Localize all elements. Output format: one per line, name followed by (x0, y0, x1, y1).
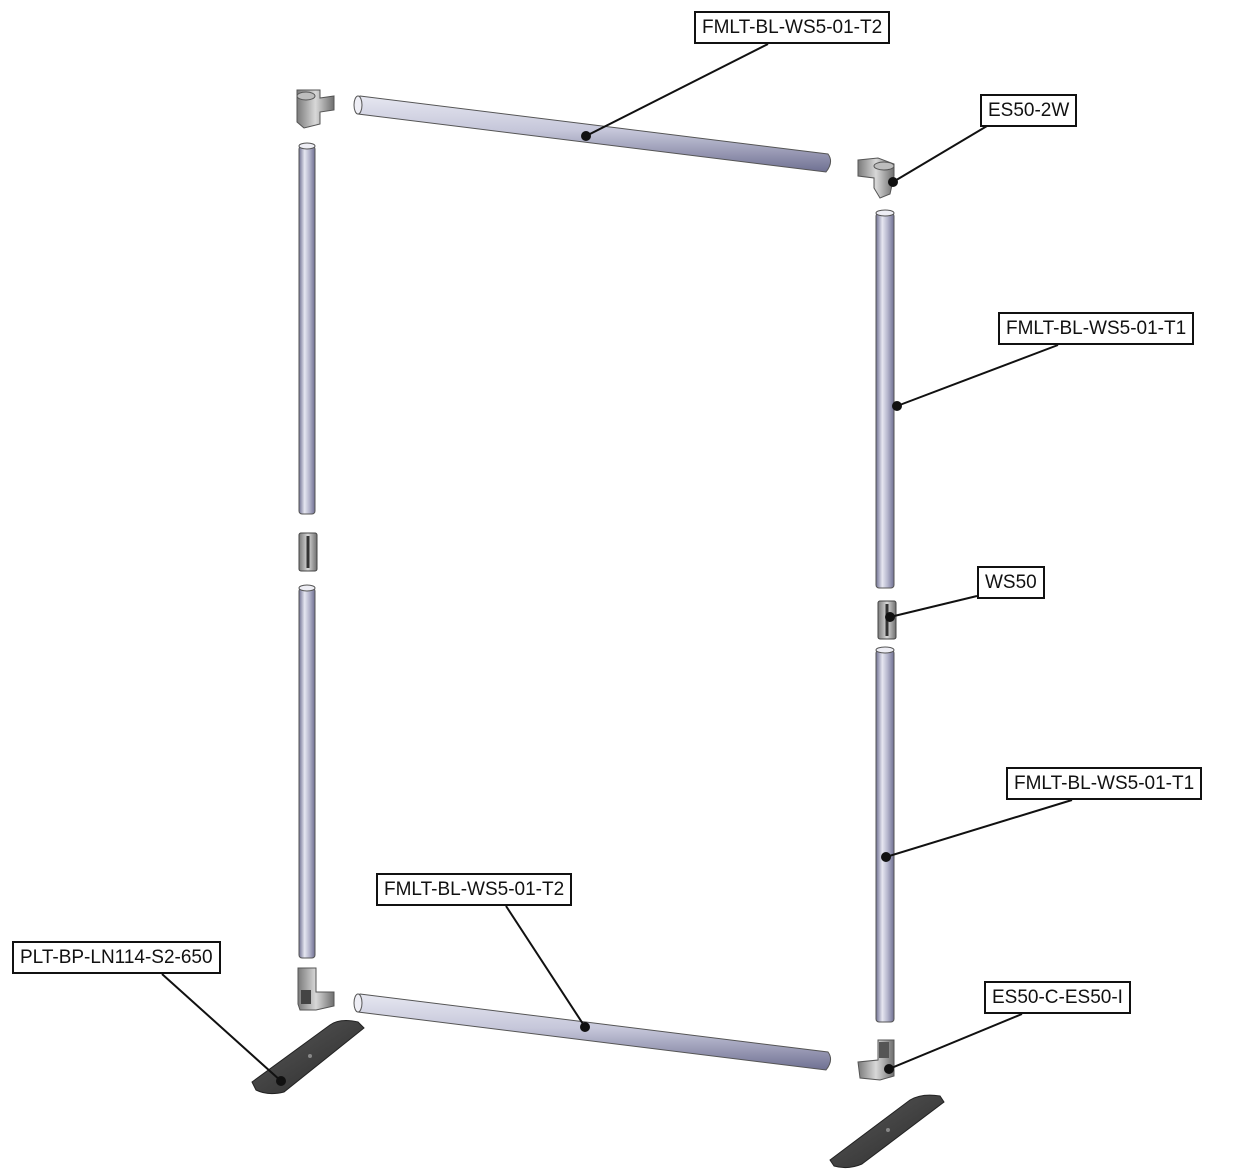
leader-top-rail (585, 43, 769, 137)
left-upright-upper-tube (298, 142, 316, 515)
leader-upright-lower (885, 799, 1073, 858)
leader-dot-corner-bottom (884, 1064, 894, 1074)
left-coupler (298, 532, 318, 572)
leader-bottom-rail (505, 905, 586, 1028)
callout-bottom-rail: FMLT-BL-WS5-01-T2 (376, 873, 573, 906)
leader-dot-upright-upper (892, 401, 902, 411)
right-upright-upper-tube (875, 209, 895, 589)
leader-upright-upper (896, 344, 1059, 407)
leader-dot-upright-lower (881, 852, 891, 862)
top-rail-tube (353, 95, 832, 173)
right-upright-lower-tube (875, 646, 895, 1023)
callout-corner-bottom: ES50-C-ES50-I (984, 981, 1131, 1014)
leader-coupler (889, 595, 978, 618)
bottom-rail-tube (353, 993, 832, 1071)
leader-corner-top (892, 125, 988, 183)
leader-corner-bottom (888, 1013, 1023, 1070)
callout-upright-upper: FMLT-BL-WS5-01-T1 (998, 312, 1195, 345)
callout-upright-lower: FMLT-BL-WS5-01-T1 (1006, 767, 1203, 800)
callout-base-plate: PLT-BP-LN114-S2-650 (12, 941, 221, 974)
leader-base-plate (161, 973, 282, 1082)
leader-lines (161, 43, 1073, 1086)
leader-dot-base-plate (276, 1076, 286, 1086)
left-upright-lower-tube (298, 584, 316, 959)
callout-corner-top: ES50-2W (980, 94, 1078, 127)
leader-dot-corner-top (888, 177, 898, 187)
base-plate-right (829, 1094, 945, 1169)
leader-dot-top-rail (581, 131, 591, 141)
corner-fitting-top-right (857, 157, 895, 199)
callout-top-rail: FMLT-BL-WS5-01-T2 (694, 11, 891, 44)
corner-fitting-bottom-left (297, 967, 335, 1011)
leader-dot-coupler (885, 612, 895, 622)
leader-dot-bottom-rail (580, 1022, 590, 1032)
callout-coupler: WS50 (977, 566, 1045, 599)
corner-fitting-bottom-right (857, 1039, 895, 1081)
base-plate-left (251, 1020, 365, 1095)
corner-fitting-top-left (296, 89, 335, 129)
